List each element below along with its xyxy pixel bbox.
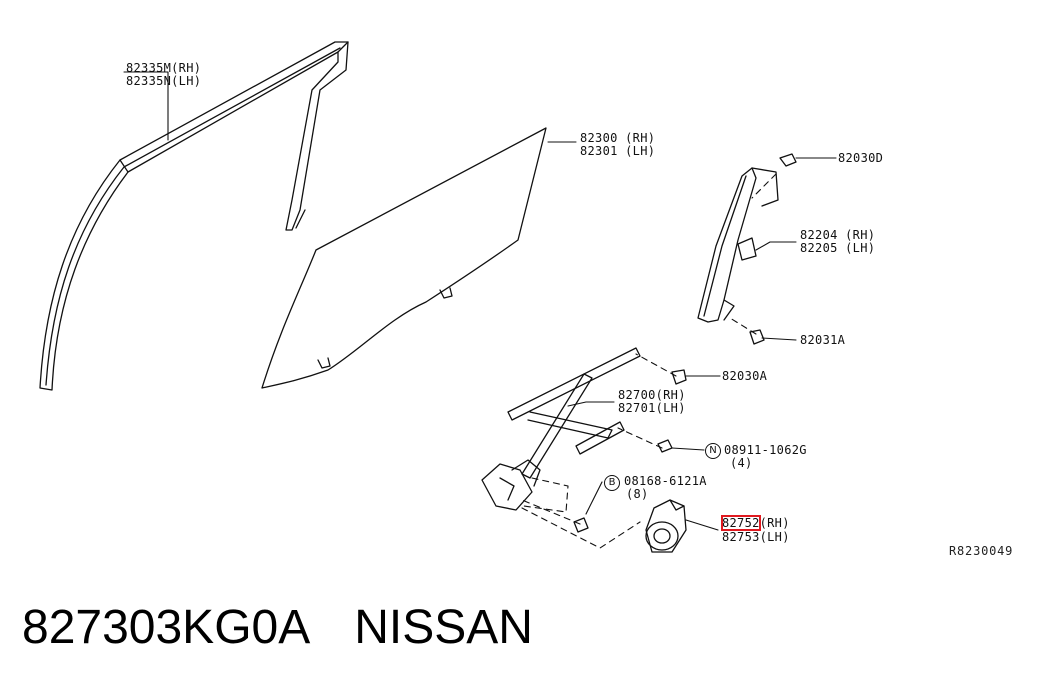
- label-bolt-qty: (8): [626, 487, 649, 501]
- label-regulator-lh: 82701(LH): [618, 401, 686, 415]
- label-partition-lh: 82205 (LH): [800, 241, 876, 255]
- label-bolt-82030d: 82030D: [838, 151, 884, 165]
- label-nut-part: 08911-1062G: [724, 443, 807, 457]
- label-bolt-82031a: 82031A: [800, 333, 846, 347]
- nut-symbol-icon: N: [705, 443, 721, 459]
- label-partition-rh: 82204 (RH): [800, 228, 876, 242]
- label-bolt-part: 08168-6121A: [624, 474, 707, 488]
- motor-rh-side: (RH): [759, 516, 790, 530]
- label-sash-lh: 82335N(LH): [126, 74, 202, 88]
- glass-drawing: [261, 127, 547, 389]
- leader-lines: [123, 71, 837, 531]
- label-sash-rh: 82335M(RH): [126, 61, 202, 75]
- label-glass-rh: 82300 (RH): [580, 131, 656, 145]
- bolt-symbol-icon: B: [604, 475, 620, 491]
- label-motor-lh: 82753(LH): [722, 530, 790, 544]
- regulator-drawing: [481, 347, 641, 511]
- fastener-drawings: [573, 153, 797, 533]
- brand-name: NISSAN: [354, 601, 533, 654]
- footer-caption: 827303KG0A NISSAN: [22, 600, 577, 655]
- reference-code: R8230049: [949, 544, 1014, 558]
- parts-diagram: 82335M(RH) 82335N(LH) 82300 (RH) 82301 (…: [39, 41, 884, 553]
- label-bolt-82030a: 82030A: [722, 369, 768, 383]
- motor-rh-highlight[interactable]: 82752: [721, 515, 761, 531]
- label-nut-qty: (4): [730, 456, 753, 470]
- motor-drawing: [645, 499, 687, 553]
- sash-drawing: [39, 41, 349, 391]
- label-glass-lh: 82301 (LH): [580, 144, 656, 158]
- label-regulator-rh: 82700(RH): [618, 388, 686, 402]
- partition-drawing: [697, 167, 779, 323]
- dashed-assembly-lines: [521, 173, 777, 549]
- label-motor-rh: 82752(RH): [721, 515, 790, 531]
- part-number: 827303KG0A: [22, 601, 311, 654]
